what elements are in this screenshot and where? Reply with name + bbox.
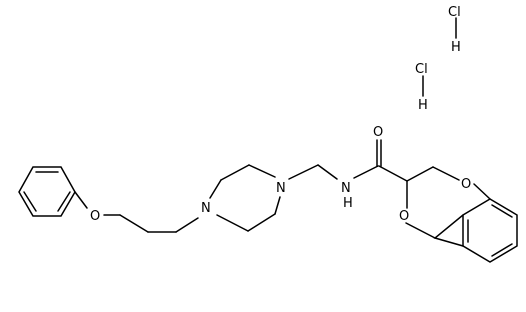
dx-bond-2 [432,166,460,181]
atom-cl-2: Cl [415,62,428,77]
dx-bond-1 [406,166,434,182]
bonds [18,17,518,263]
dx-bond-3 [473,183,491,200]
benzo-double-1 [491,204,513,218]
pip-bond-4 [274,196,281,215]
atom-o-carbonyl: O [373,125,383,140]
pip-bond-1 [209,179,222,199]
atom-h-1: H [451,40,461,55]
bond-ch2-ch2 [119,214,149,233]
atom-h-2: H [418,98,428,113]
pip-bond-5 [247,213,276,232]
atom-h-amide: H [343,196,353,211]
atom-n-piperazine-2: N [276,181,286,196]
pip-bond-3 [248,164,276,178]
atom-o-dioxane-1: O [461,177,471,192]
atom-n-amide: N [341,181,351,196]
bond-ph-o [74,191,88,209]
pip-bond-2 [220,164,250,181]
bond-nh-co [353,165,379,179]
benzo-ring [433,198,518,263]
bond-ch2-nh [317,164,338,180]
pip-bond-6 [216,214,249,232]
phenyl-double-3 [23,191,37,212]
atom-o-ether: O [90,209,100,224]
atom-labels: Cl H Cl H O N N N H O O O [90,5,471,224]
benzo-double-2 [491,243,513,257]
atom-n-piperazine-1: N [201,201,211,216]
atom-cl-1: Cl [448,5,461,20]
phenyl-double-2 [57,191,71,212]
phenyl-ring [18,166,76,217]
bond-ch2-n [175,217,199,233]
atom-o-dioxane-2: O [399,209,409,224]
bond-n-ch2 [288,164,319,180]
dx-bond-5 [405,222,436,239]
bond-c-dioxc [378,165,408,182]
